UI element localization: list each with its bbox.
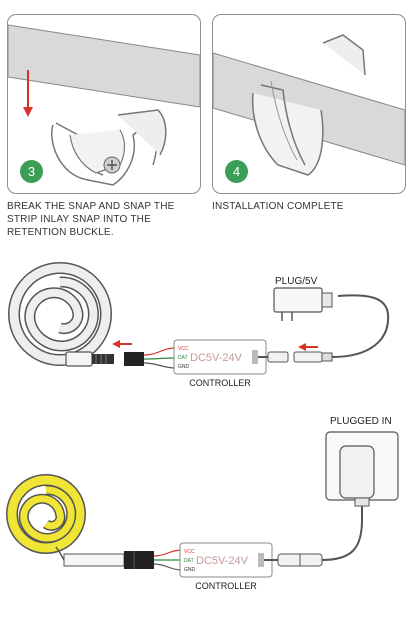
pin-label-vcc: VCC — [178, 346, 189, 352]
step-3-panel: 3 — [7, 14, 201, 194]
controller-label-top: CONTROLLER — [189, 378, 251, 388]
step-4-illustration — [213, 34, 405, 176]
power-adapter-icon — [273, 287, 333, 321]
controller-connector-female — [124, 352, 144, 366]
dc-jack-joined — [264, 553, 323, 567]
controller-voltage: DC5V-24V — [196, 555, 249, 567]
led-strip-coil-lit — [6, 474, 86, 554]
plugged-in-label: PLUGGED IN — [330, 416, 392, 427]
strip-connector-male — [65, 351, 114, 367]
step-number-badge: 3 — [20, 160, 43, 183]
controller-box-top: VCC DAT GND DC5V-24V — [173, 339, 267, 375]
pin-label-gnd: GND — [178, 364, 190, 370]
step-4-panel: 4 — [212, 14, 406, 194]
controller-label-bottom: CONTROLLER — [195, 581, 257, 591]
arrow-icon — [112, 340, 132, 348]
pin-label-dat: DAT — [184, 558, 194, 564]
controller-voltage: DC5V-24V — [190, 352, 243, 364]
strip-cable — [55, 546, 125, 567]
connector-joined — [124, 551, 154, 569]
step-4-caption: INSTALLATION COMPLETE — [212, 201, 344, 212]
dc-jack-female — [258, 351, 289, 363]
step-3-illustration — [8, 24, 200, 186]
plug-label: PLUG/5V — [275, 276, 318, 287]
controller-box-bottom: VCC DAT GND DC5V-24V — [179, 542, 273, 578]
step-number-badge: 4 — [225, 160, 248, 183]
wall-outlet-icon — [325, 431, 399, 507]
pin-label-vcc: VCC — [184, 549, 195, 555]
led-strip-coil-unlit — [8, 262, 112, 366]
arrow-icon — [298, 343, 318, 351]
pin-label-dat: DAT — [178, 355, 188, 361]
pin-label-gnd: GND — [184, 567, 196, 573]
step-3-caption: BREAK THE SNAP AND SNAP THE STRIP INLAY … — [7, 201, 175, 238]
dc-plug-male — [293, 351, 333, 363]
